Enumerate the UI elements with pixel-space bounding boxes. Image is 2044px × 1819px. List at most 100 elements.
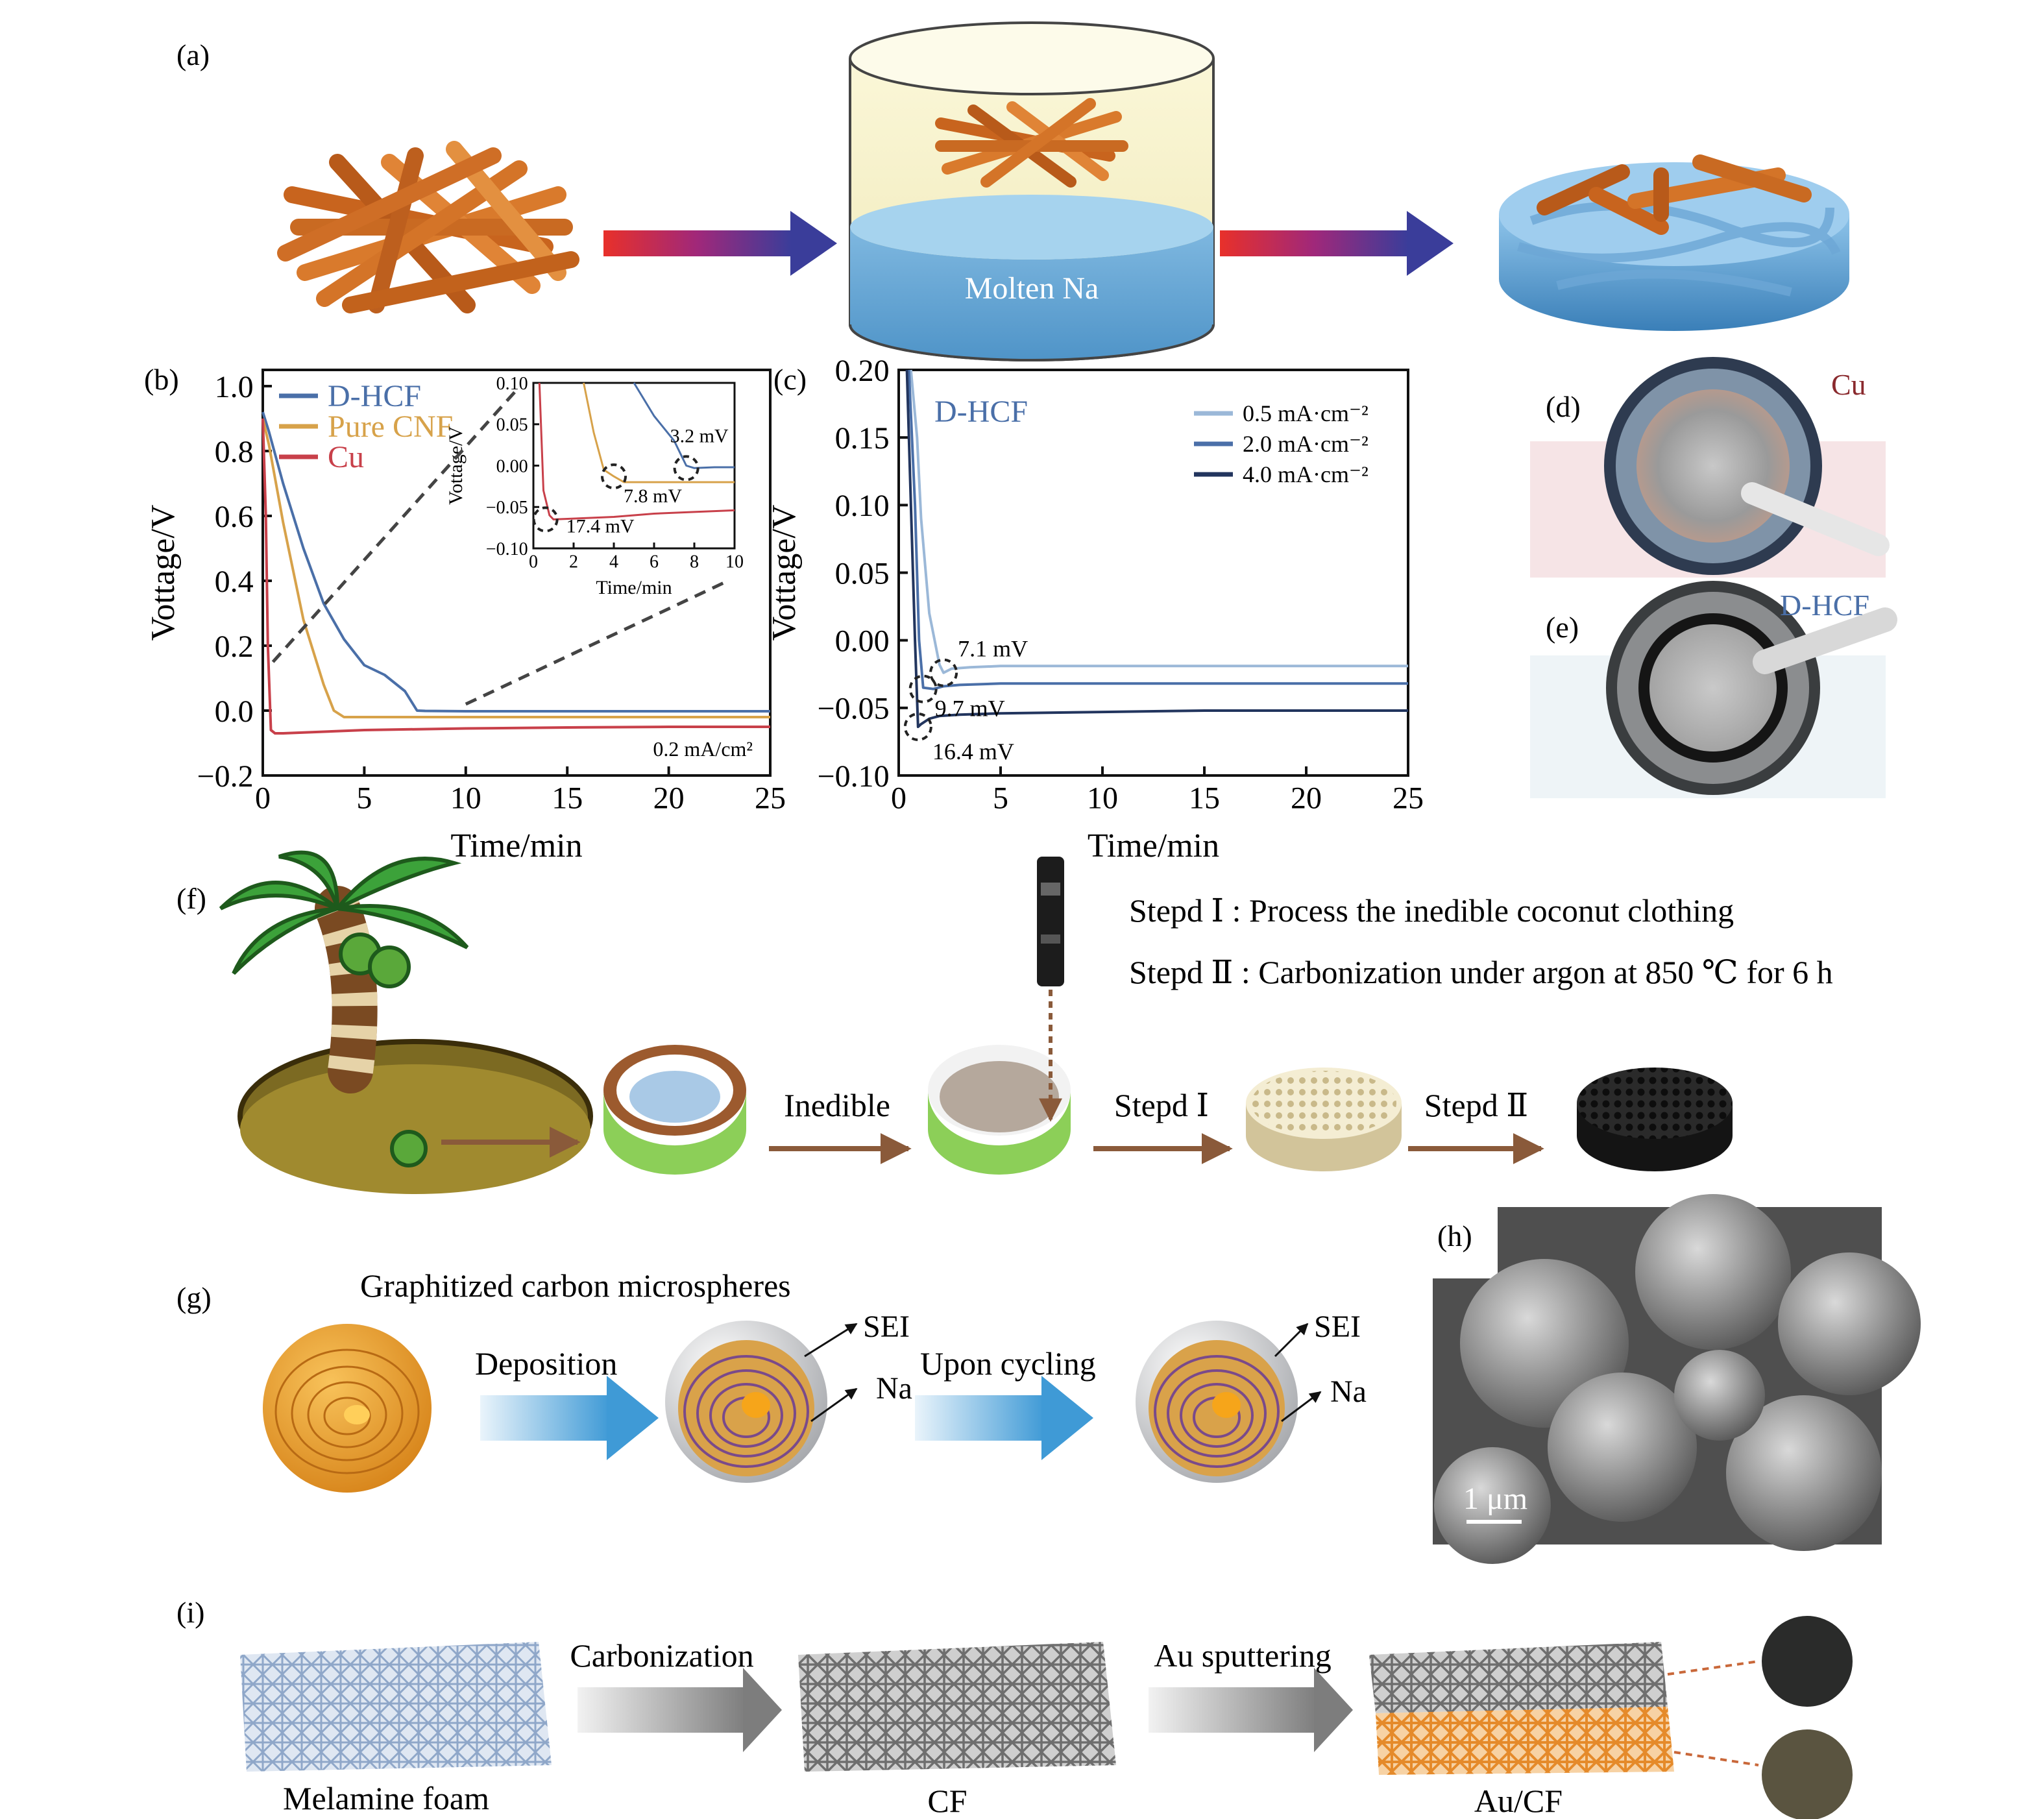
y-tick-label: −0.05 [486, 498, 528, 518]
legend-label: D-HCF [328, 379, 421, 413]
chart-title: D-HCF [934, 395, 1028, 429]
process-arrow [603, 230, 792, 256]
series-line-2-0-ma-cm- [907, 369, 1408, 690]
x-tick-label: 25 [1393, 781, 1424, 815]
series-line-0-5-ma-cm- [909, 369, 1408, 674]
panel-label-e: (e) [1546, 611, 1579, 644]
honeycomb-disk-carbonized [1577, 1068, 1733, 1171]
label-aucf: Au/CF [1474, 1783, 1563, 1819]
x-axis-label: Time/min [1088, 827, 1219, 864]
panel-label-a: (a) [176, 38, 210, 71]
plot-frame [262, 369, 772, 777]
y-tick-label: 0.4 [215, 565, 254, 599]
label-au-sputtering: Au sputtering [1154, 1637, 1332, 1674]
x-tick-label: 4 [609, 552, 618, 572]
y-tick-label: 0.20 [835, 354, 890, 388]
melamine-foam [240, 1642, 552, 1772]
process-arrow-head [1407, 211, 1454, 276]
label-na-2: Na [1330, 1374, 1367, 1409]
label-melamine: Melamine foam [283, 1780, 489, 1816]
x-tick-label: 10 [725, 552, 744, 572]
photo-d: (d) Cu [1530, 357, 1890, 578]
au-cf-foam [1369, 1642, 1759, 1775]
marker-circle [908, 674, 938, 703]
inset-background [533, 383, 735, 548]
legend-label: Cu [328, 440, 364, 474]
data-label: 7.1 mV [958, 636, 1028, 662]
inset-series-line [583, 382, 735, 483]
x-axis-label: Time/min [450, 827, 582, 864]
inset-series-line [633, 382, 735, 469]
x-tick-label: 20 [653, 781, 685, 815]
photo-e: (e) D-HCF [1530, 581, 1897, 798]
y-tick-label: 0.10 [835, 489, 890, 523]
y-tick-label: 0.6 [215, 500, 254, 534]
marker-circle [903, 713, 932, 741]
x-tick-label: 0 [891, 781, 906, 815]
panel-label-d: (d) [1546, 390, 1581, 423]
y-tick-label: −0.10 [818, 759, 890, 794]
carbon-fiber-bundle [277, 141, 579, 313]
sem-scale-label: 1 μm [1463, 1482, 1527, 1516]
legend-label: 4.0 mA·cm⁻² [1243, 461, 1369, 487]
process-arrow [1220, 230, 1408, 256]
coconut-half [603, 1045, 746, 1175]
inset-data-label: 17.4 mV [566, 515, 635, 537]
y-tick-label: −0.05 [818, 692, 890, 726]
x-tick-label: 0 [529, 552, 538, 572]
series-line-pure-cnf [262, 418, 770, 718]
carbon-microsphere [263, 1324, 432, 1493]
x-tick-label: 20 [1291, 781, 1322, 815]
photo-d-label: Cu [1831, 368, 1866, 401]
y-axis-label: Vottage/V [145, 505, 182, 641]
marker-circle [532, 506, 559, 533]
panel-label-h: (h) [1437, 1219, 1472, 1252]
inset-series-line [538, 382, 735, 520]
x-tick-label: 2 [569, 552, 578, 572]
step1-description: Stepd Ⅰ : Process the inedible coconut c… [1129, 892, 1734, 929]
marker-circle [929, 658, 958, 687]
zoom-guide-line [271, 388, 518, 663]
label-sei-1: SEI [863, 1310, 910, 1344]
molten-na-label: Molten Na [965, 271, 1099, 306]
process-arrow-head [607, 1376, 659, 1460]
panel-label-c: (c) [773, 363, 807, 396]
process-arrow [915, 1395, 1045, 1441]
coconut-shell [928, 1045, 1071, 1175]
y-tick-label: 0.10 [496, 374, 528, 394]
y-tick-label: 0.0 [215, 694, 254, 729]
data-label: 9.7 mV [935, 696, 1005, 722]
x-tick-label: 8 [690, 552, 699, 572]
label-deposition: Deposition [475, 1345, 617, 1382]
legend-label: 0.5 mA·cm⁻² [1243, 400, 1369, 426]
label-cf: CF [927, 1783, 967, 1819]
process-arrow-head [1314, 1668, 1353, 1752]
zoom-guide-line [465, 579, 729, 706]
y-tick-label: 0.00 [835, 624, 890, 658]
arrow-label-step1: Stepd Ⅰ [1114, 1087, 1209, 1123]
data-label: 16.4 mV [932, 739, 1014, 764]
marker-circle [601, 463, 627, 490]
panel-g-title: Graphitized carbon microspheres [360, 1267, 791, 1304]
d-hcf-composite-disk [1499, 154, 1849, 331]
y-tick-label: 0.05 [835, 556, 890, 591]
series-line-4-0-ma-cm- [905, 369, 1408, 728]
y-tick-label: 0.00 [496, 456, 528, 476]
x-tick-label: 10 [1087, 781, 1118, 815]
honeycomb-disk-white [1246, 1068, 1402, 1171]
marker-circle [673, 455, 700, 482]
ion-beam-tool [1037, 857, 1064, 1122]
y-tick-label: −0.2 [197, 759, 254, 794]
y-axis-label: Vottage/V [766, 505, 803, 641]
y-tick-label: 1.0 [215, 370, 254, 404]
arrow-label-step2: Stepd Ⅱ [1424, 1087, 1528, 1123]
x-tick-label: 15 [1189, 781, 1220, 815]
panel-label-f: (f) [176, 882, 206, 915]
label-sei-2: SEI [1314, 1310, 1361, 1344]
chart-annotation: 0.2 mA/cm² [653, 737, 753, 761]
process-arrow-head [743, 1668, 782, 1752]
label-na-1: Na [876, 1371, 912, 1406]
x-tick-label: 5 [356, 781, 372, 815]
